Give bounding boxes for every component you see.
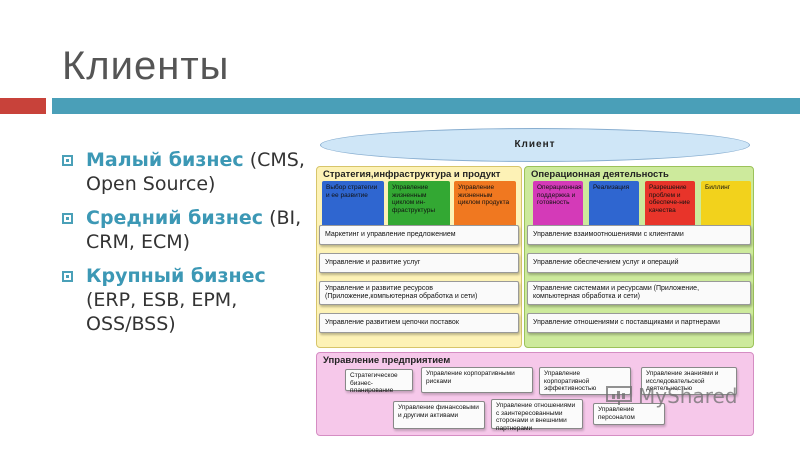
enterprise-panel-title: Управление предприятием <box>323 355 451 366</box>
bullet-list: Малый бизнес (CMS, Open Source) Средний … <box>62 148 312 346</box>
row-marketing: Маркетинг и управление предложением <box>319 225 519 245</box>
bullet-heading: Крупный бизнес <box>86 265 266 287</box>
watermark: MyShared <box>606 384 738 408</box>
client-oval: Клиент <box>320 128 750 162</box>
box-stakeholder-relations: Управление отношениями с заинтересованны… <box>491 399 583 432</box>
watermark-text: MyShared <box>638 384 738 408</box>
strategy-panel-title: Стратегия,инфраструктура и продукт <box>323 169 501 180</box>
enterprise-panel: Управление предприятием Стратегическое б… <box>316 352 754 436</box>
slide-title: Клиенты <box>62 44 230 88</box>
box-strategic-planning: Стратегическое бизнес-планирование <box>345 369 413 394</box>
box-risk-management: Управление корпоративными рисками <box>421 367 533 393</box>
bullet-large-business: Крупный бизнес (ERP, ESB, EPM, OSS/BSS) <box>62 264 312 336</box>
title-rule <box>52 98 800 114</box>
bullet-heading: Средний бизнес <box>86 207 264 229</box>
box-performance-management: Управление корпоративной эффективностью <box>539 367 631 395</box>
row-supplier-partner: Управление отношениями с поставщиками и … <box>527 313 751 333</box>
business-process-diagram: Клиент Стратегия,инфраструктура и продук… <box>312 124 758 436</box>
row-service-operations: Управление обеспечением услуг и операций <box>527 253 751 273</box>
box-hr-management: Управление персоналом <box>593 403 665 425</box>
box-financial-assets: Управление финансовыми и другими активам… <box>393 401 485 429</box>
operations-panel-title: Операционная деятельность <box>531 169 669 180</box>
bullet-small-business: Малый бизнес (CMS, Open Source) <box>62 148 312 196</box>
row-supply-chain: Управление развитием цепочки поставок <box>319 313 519 333</box>
title-rule-accent <box>0 98 46 114</box>
bullet-marker-icon <box>62 155 73 166</box>
bullet-text: (BI, CRM, ECM) <box>86 207 302 253</box>
bullet-marker-icon <box>62 213 73 224</box>
bullet-text: (CMS, Open Source) <box>86 149 305 195</box>
bullet-medium-business: Средний бизнес (BI, CRM, ECM) <box>62 206 312 254</box>
row-resources: Управление и развитие ресурсов (Приложен… <box>319 281 519 305</box>
row-services: Управление и развитие услуг <box>319 253 519 273</box>
presentation-icon <box>606 386 632 406</box>
bullet-text: (ERP, ESB, EPM, OSS/BSS) <box>86 289 238 335</box>
operations-panel: Операционная деятельность Операционная п… <box>524 166 754 348</box>
row-customer-relations: Управление взаимоотношениями с клиентами <box>527 225 751 245</box>
bullet-marker-icon <box>62 271 73 282</box>
row-systems-resources: Управление системами и ресурсами (Прилож… <box>527 281 751 305</box>
box-knowledge-research: Управление знаниями и исследовательской … <box>641 367 737 395</box>
strategy-panel: Стратегия,инфраструктура и продукт Выбор… <box>316 166 522 348</box>
bullet-heading: Малый бизнес <box>86 149 244 171</box>
